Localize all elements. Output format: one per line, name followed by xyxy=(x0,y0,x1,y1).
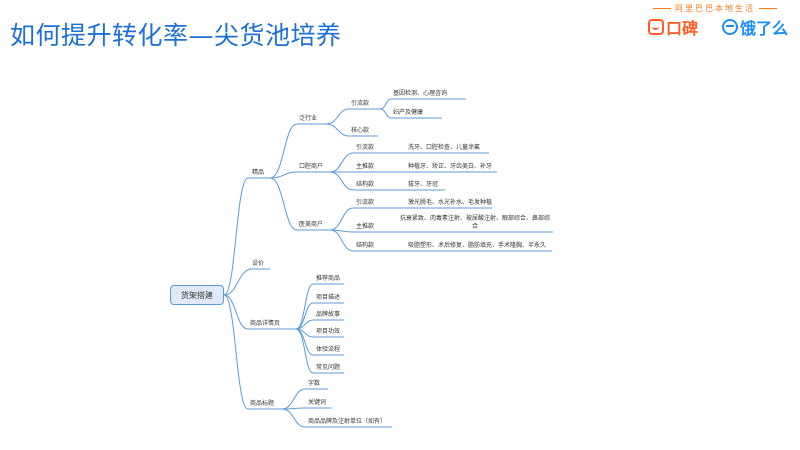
eleme-logo: 饿了么 xyxy=(722,17,789,38)
node-fan-yinliu-2: 妇产及健康 xyxy=(393,109,424,116)
node-kq-jiegou: 结构款 xyxy=(356,181,375,188)
node-ym-jiegou-v: 吸脂塑形、术后修复、脂肪填充、手术隆胸、半永久 xyxy=(408,242,547,249)
node-xq-1: 推荐商品 xyxy=(316,275,341,282)
node-fanhangye: 泛行业 xyxy=(299,115,318,122)
link-fan-yinliu xyxy=(325,108,350,125)
link-xq-2 xyxy=(295,302,314,330)
slide-title: 如何提升转化率—尖货池培养 xyxy=(10,21,342,50)
node-xq-5: 体验流程 xyxy=(316,346,341,353)
brand-tagline: 阿里巴巴本地生活 xyxy=(630,3,800,14)
eleme-text: 饿了么 xyxy=(740,19,789,38)
node-ym-yinliu-v: 激光脱毛、水光补水、毛发种植 xyxy=(408,199,493,206)
link-fan-hexin xyxy=(325,123,350,137)
node-xq-4: 项目功效 xyxy=(316,328,341,335)
koubei-icon xyxy=(648,19,664,35)
node-ym-yinliu: 引流款 xyxy=(356,199,375,206)
link-xq-6 xyxy=(295,328,314,374)
node-fan-hexin: 核心款 xyxy=(351,127,370,134)
eleme-icon xyxy=(722,19,738,35)
link-xq-1 xyxy=(295,283,314,330)
node-xq-6: 常见问题 xyxy=(316,364,341,371)
node-kouqiang: 口腔商户 xyxy=(299,163,324,170)
link-kq-yinliu xyxy=(329,152,354,173)
mindmap-root: 货架搭建 xyxy=(170,285,224,305)
link-jingpin-yimei xyxy=(269,177,298,231)
node-shejia: 设价 xyxy=(252,260,265,267)
link-root-jingpin xyxy=(223,177,249,296)
link-root-biaoti xyxy=(223,294,249,410)
node-ym-jiegou: 结构款 xyxy=(356,242,375,249)
node-kq-zhutui: 主推款 xyxy=(356,163,375,170)
link-bt-1 xyxy=(281,388,306,410)
link-jingpin-kouqiang xyxy=(269,171,298,179)
link-root-xiangqing xyxy=(223,294,249,330)
koubei-text: 口碑 xyxy=(666,19,699,38)
node-fan-yinliu-1: 基因检测、心理咨询 xyxy=(393,90,448,97)
node-kq-yinliu: 引流款 xyxy=(356,144,375,151)
link-root-shejia xyxy=(223,268,253,296)
node-kq-yinliu-v: 洗牙、口腔检查、儿童涂氟 xyxy=(408,144,481,151)
link-fan-yinliu-2 xyxy=(379,108,392,119)
link-bt-3 xyxy=(281,408,306,428)
brand-logos: 阿里巴巴本地生活 口碑 饿了么 xyxy=(630,0,800,44)
node-ym-zhutui: 主推款 xyxy=(356,223,375,230)
link-ym-jiegou xyxy=(329,229,354,252)
link-kq-jiegou xyxy=(329,171,354,191)
node-biaoti: 商品标题 xyxy=(250,400,275,407)
node-kq-jiegou-v: 拔牙、牙冠 xyxy=(408,181,439,188)
link-fan-yinliu-1 xyxy=(379,98,392,110)
node-yimei: 医美商户 xyxy=(299,221,324,228)
node-fan-yinliu: 引流款 xyxy=(351,100,370,107)
node-xiangqingye: 商品详情页 xyxy=(250,320,281,327)
node-jingpin: 精品 xyxy=(252,169,265,176)
node-ym-zhutui-v: 抗衰紧致、肉毒素注射、玻尿酸注射、眼部综合、鼻部综合 xyxy=(400,215,551,230)
node-xq-3: 品牌故事 xyxy=(316,311,341,318)
node-kq-zhutui-v: 种植牙、矫正、牙齿美白、补牙 xyxy=(408,163,493,170)
koubei-logo: 口碑 xyxy=(648,17,699,38)
node-bt-1: 字数 xyxy=(308,380,321,387)
node-bt-2: 关键词 xyxy=(308,399,327,406)
link-jingpin-fan xyxy=(269,123,298,179)
node-xq-2: 项目描述 xyxy=(316,294,341,301)
node-bt-3: 商品品牌及注射单位（如有） xyxy=(308,418,387,425)
link-ym-yinliu xyxy=(329,207,354,231)
